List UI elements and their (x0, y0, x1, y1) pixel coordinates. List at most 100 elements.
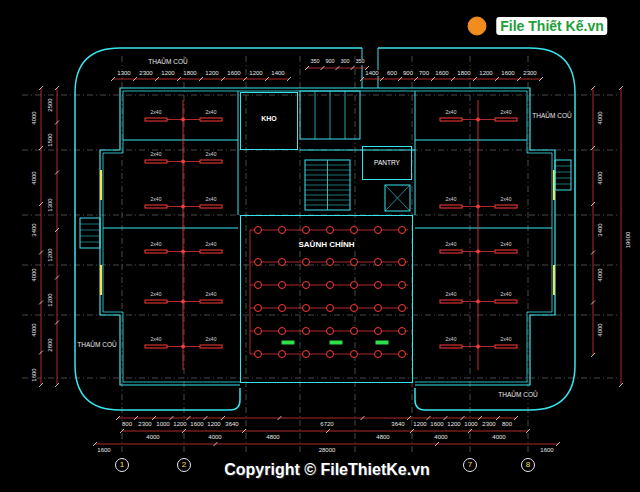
junction-dot (477, 300, 480, 303)
dimension-text: 1200 (206, 421, 221, 427)
dimension-text: 900 (324, 59, 335, 65)
toilet-partition (315, 91, 316, 139)
dimension-tick (39, 351, 43, 355)
downlight-fixture (279, 227, 286, 234)
dimension-tick (556, 442, 560, 446)
dimension-text: 2500 (47, 97, 53, 112)
dimension-text: 1600 (189, 421, 204, 427)
dimension-tick (39, 251, 43, 255)
dimension-tick (427, 416, 431, 420)
grid-axis (22, 378, 618, 379)
downlight-fixture (399, 305, 406, 312)
dimension-text: 4000 (597, 322, 603, 337)
dimension-text: 1200 (160, 70, 175, 76)
fluorescent-fixture (145, 205, 167, 208)
elevator-cross (385, 185, 410, 211)
dimension-text: 1000 (155, 421, 170, 427)
downlight-fixture (279, 305, 286, 312)
dimension-text: 1600 (434, 70, 449, 76)
fluorescent-fixture (495, 300, 517, 303)
downlight-fixture (375, 351, 382, 358)
dimension-line (57, 88, 58, 385)
dimension-text: 1000 (463, 421, 478, 427)
interior-wall (103, 228, 238, 229)
wiring (167, 346, 200, 347)
dimension-line (621, 88, 622, 385)
dimension-text: 4000 (597, 170, 603, 185)
dimension-tick (133, 77, 137, 81)
downlight-fixture (303, 259, 310, 266)
wiring (250, 230, 251, 354)
dimension-tick (619, 86, 623, 90)
dimension-tick (55, 86, 59, 90)
dimension-tick (111, 77, 115, 81)
fixture-label: 2x40 (500, 242, 513, 247)
dimension-text: 28000 (318, 447, 337, 453)
fluorescent-fixture (440, 345, 462, 348)
fluorescent-fixture (440, 118, 462, 121)
dimension-tick (243, 77, 247, 81)
dimension-text: 700 (418, 70, 430, 76)
dimension-tick (39, 301, 43, 305)
downlight-fixture (279, 328, 286, 335)
dimension-text: 1400 (364, 70, 379, 76)
dimension-tick (380, 77, 384, 81)
dimension-text: 1600 (500, 70, 515, 76)
dimension-tick (55, 383, 59, 387)
fixture-label: 2x40 (205, 110, 218, 115)
dimension-tick (591, 86, 595, 90)
entrance-curb (378, 48, 379, 88)
fluorescent-fixture (145, 300, 167, 303)
fixture-label: 2x40 (150, 197, 163, 202)
downlight-fixture (327, 328, 334, 335)
dimension-line (362, 79, 541, 80)
downlight-fixture (279, 351, 286, 358)
downlight-fixture (255, 227, 262, 234)
dimension-tick (155, 77, 159, 81)
wiring (462, 119, 495, 120)
interior-wall (123, 140, 238, 141)
junction-dot (477, 118, 480, 121)
dimension-text: 6720 (319, 421, 334, 427)
room-name: SAÛNH CHÍNH (298, 241, 356, 249)
emergency-light (330, 341, 342, 344)
dimension-tick (287, 77, 291, 81)
dimension-text: 1400 (270, 70, 285, 76)
dimension-tick (336, 66, 340, 70)
downlight-fixture (351, 351, 358, 358)
dimension-tick (326, 429, 330, 433)
dimension-tick (265, 77, 269, 81)
logo-watermark: File Thiết Kế.vn (496, 17, 607, 35)
fluorescent-fixture (200, 250, 222, 253)
dimension-tick (496, 416, 500, 420)
axis-number: 8 (525, 461, 531, 469)
grid-axis (22, 95, 618, 96)
fixture-label: 2x40 (445, 242, 458, 247)
entry-step (80, 224, 100, 225)
dimension-tick (116, 416, 120, 420)
dimension-tick (55, 321, 59, 325)
stair (305, 160, 350, 210)
downlight-fixture (255, 259, 262, 266)
dimension-tick (591, 146, 595, 150)
dimension-tick (120, 429, 124, 433)
dimension-tick (170, 416, 174, 420)
dimension-text: 4000 (31, 170, 37, 185)
fixture-label: 2x40 (205, 292, 218, 297)
dimension-tick (221, 416, 225, 420)
fixture-label: 2x40 (500, 197, 513, 202)
entry-step (555, 184, 571, 185)
dimension-tick (407, 416, 411, 420)
fixture-label: 2x40 (205, 242, 218, 247)
fluorescent-fixture (440, 300, 462, 303)
dimension-tick (55, 121, 59, 125)
wiring (462, 346, 495, 347)
downlight-fixture (327, 282, 334, 289)
landscape-label: THAÛM COÛ (497, 392, 538, 399)
dimension-line (122, 431, 528, 432)
downlight-fixture (327, 305, 334, 312)
dimension-text: 1200 (47, 247, 53, 262)
dimension-tick (444, 416, 448, 420)
fluorescent-fixture (200, 345, 222, 348)
fluorescent-fixture (495, 250, 517, 253)
